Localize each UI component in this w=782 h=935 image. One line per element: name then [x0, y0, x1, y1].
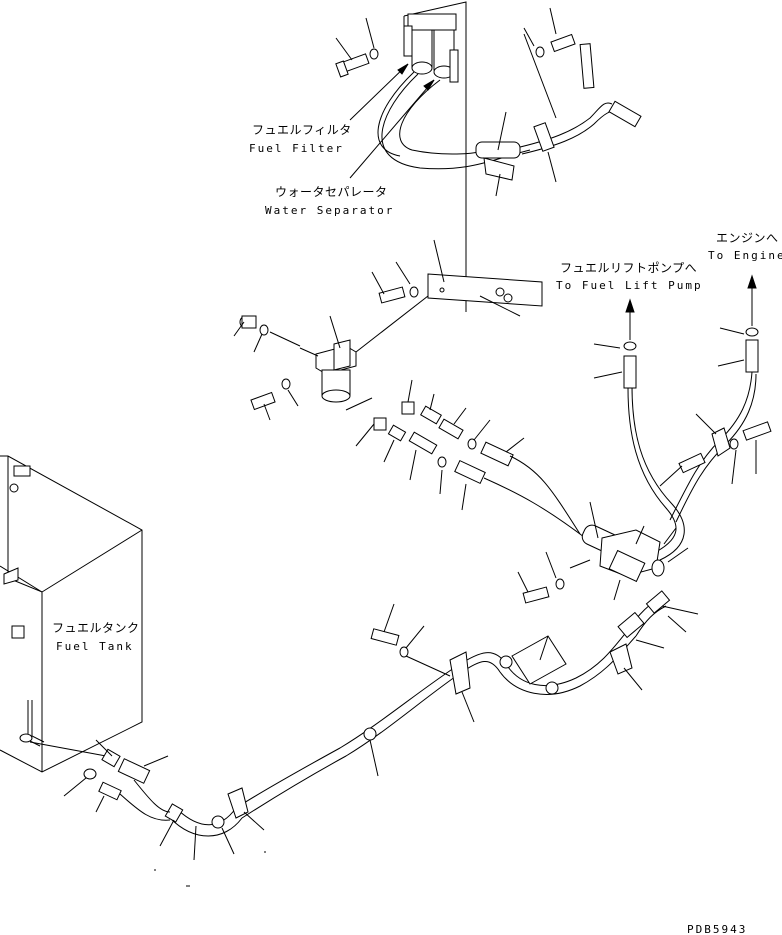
fuel-tank-label-en: Fuel Tank: [56, 640, 134, 653]
water-separator-body: [299, 295, 429, 411]
separator-fittings-left: [233, 315, 301, 421]
fuel-filter-body: [403, 13, 459, 83]
label-leaders: [349, 63, 435, 179]
main-fuel-hose: [164, 590, 671, 837]
engine-label-jp: エンジンへ: [716, 231, 779, 245]
engine-label-en: To Engine: [708, 249, 782, 262]
lift-pump-connector: [593, 298, 637, 389]
fuel-tank: [0, 455, 143, 773]
engine-hose-clamp: [659, 413, 772, 487]
lift-pump-label-en: To Fuel Lift Pump: [556, 279, 703, 292]
specks: [154, 851, 266, 887]
water-separator-label-jp: ウォータセパレータ: [275, 185, 388, 199]
tank-outlet-fittings: [63, 739, 171, 821]
mid-hoses: [483, 371, 757, 601]
lower-bolt: [370, 603, 451, 677]
top-right-bolt: [523, 7, 576, 58]
separator-fittings-right: [355, 379, 525, 511]
water-separator-label-en: Water Separator: [265, 204, 395, 217]
lift-pump-label-jp: フュエルリフトポンプへ: [560, 261, 698, 275]
filter-bolt: [335, 17, 379, 78]
fuel-filter-label-jp: フュエルフィルタ: [252, 123, 352, 137]
lower-leaders: [159, 605, 699, 861]
drawing-number: PDB5943: [687, 923, 748, 935]
hose-connector-top: [523, 33, 595, 119]
middle-bracket-plate: [371, 239, 543, 317]
filter-hoses: [377, 71, 642, 197]
engine-connector: [717, 274, 759, 373]
junction-bolt: [517, 551, 565, 604]
fuel-filter-label-en: Fuel Filter: [249, 142, 344, 155]
fuel-tank-label-jp: フュエルタンク: [52, 621, 140, 635]
